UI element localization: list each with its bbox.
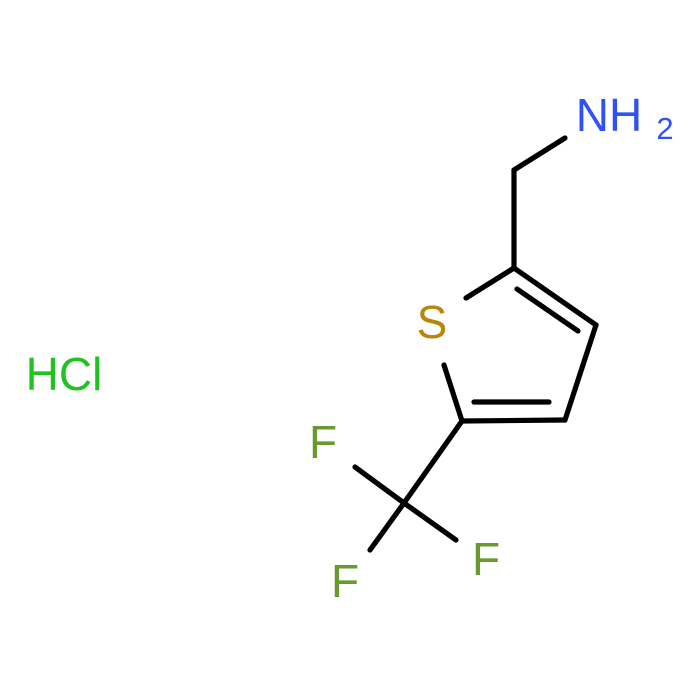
bond-cf3-f1 bbox=[352, 464, 407, 506]
bond-c3-c4 bbox=[562, 322, 599, 423]
bond-c5-cf3 bbox=[401, 418, 465, 506]
atom-labels: NH 2 S F F F HCl bbox=[26, 89, 674, 607]
bond-c2-c3-double bbox=[514, 286, 581, 334]
nitrogen-label: NH bbox=[576, 89, 642, 141]
bonds bbox=[352, 135, 599, 553]
bond-cf3-f3 bbox=[367, 500, 407, 553]
sulfur-label: S bbox=[417, 296, 448, 348]
bond-c2-c3 bbox=[511, 265, 599, 328]
bond-ch2-n bbox=[511, 135, 568, 173]
bond-cf3-f2 bbox=[401, 500, 459, 543]
fluorine-label-2: F bbox=[472, 533, 500, 585]
nh2-subscript: 2 bbox=[656, 111, 673, 146]
fluorine-label-3: F bbox=[331, 555, 359, 607]
bond-s-c2 bbox=[463, 265, 517, 301]
bond-c5-s bbox=[441, 362, 465, 424]
hcl-salt-label: HCl bbox=[26, 348, 103, 400]
fluorine-label-1: F bbox=[309, 416, 337, 468]
bond-c4-c5 bbox=[459, 417, 568, 424]
